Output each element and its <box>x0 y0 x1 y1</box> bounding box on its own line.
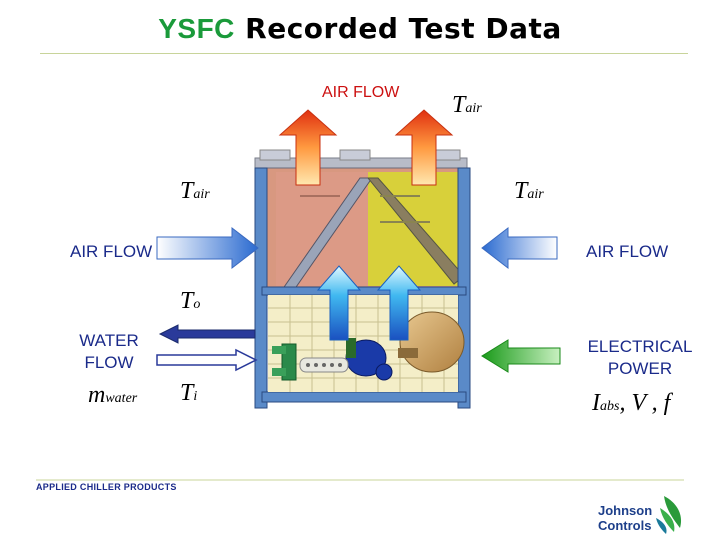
air-flow-left-label: AIR FLOW <box>70 242 153 261</box>
electrical-variables-symbol: Iabs, V , f <box>592 390 671 416</box>
water-flow-label: WATER FLOW <box>78 330 140 374</box>
water-in-arrow <box>156 348 258 372</box>
air-flow-right-label: AIR FLOW <box>586 242 669 261</box>
inner-air-arrow-left <box>316 265 362 341</box>
air-in-arrow-left <box>156 226 259 270</box>
water-out-arrow <box>158 324 256 344</box>
title-divider <box>40 53 688 54</box>
inner-air-arrow-right <box>376 265 422 341</box>
air-out-arrow-right <box>394 109 454 186</box>
electrical-line1: ELECTRICAL <box>587 337 693 356</box>
air-in-arrow-right <box>481 226 558 270</box>
chiller-unit <box>254 149 471 409</box>
water-flow-line1: WATER <box>79 331 139 350</box>
logo-line1: Johnson <box>598 503 653 518</box>
t-i-symbol: Ti <box>180 380 198 406</box>
logo-line2: Controls <box>598 518 652 533</box>
water-flow-line2: FLOW <box>84 353 134 372</box>
t-o-symbol: To <box>180 288 201 314</box>
air-out-arrow-left <box>278 109 338 186</box>
electrical-power-label: ELECTRICAL POWER <box>582 336 698 380</box>
t-air-left-symbol: Tair <box>180 178 210 204</box>
t-air-right-symbol: Tair <box>514 178 544 204</box>
footer-company-text: APPLIED CHILLER PRODUCTS <box>36 482 177 492</box>
title-text: Recorded Test Data <box>245 12 562 45</box>
m-water-symbol: mwater <box>88 382 138 408</box>
page-title: YSFC Recorded Test Data <box>0 12 720 45</box>
title-brand: YSFC <box>158 13 235 44</box>
electrical-line2: POWER <box>607 359 673 378</box>
johnson-controls-leaf-icon <box>656 496 682 534</box>
t-air-top-symbol: Tair <box>452 92 482 118</box>
johnson-controls-logo: Johnson Controls <box>598 503 652 533</box>
air-flow-top-label: AIR FLOW <box>322 84 400 101</box>
electrical-power-arrow <box>481 339 561 373</box>
